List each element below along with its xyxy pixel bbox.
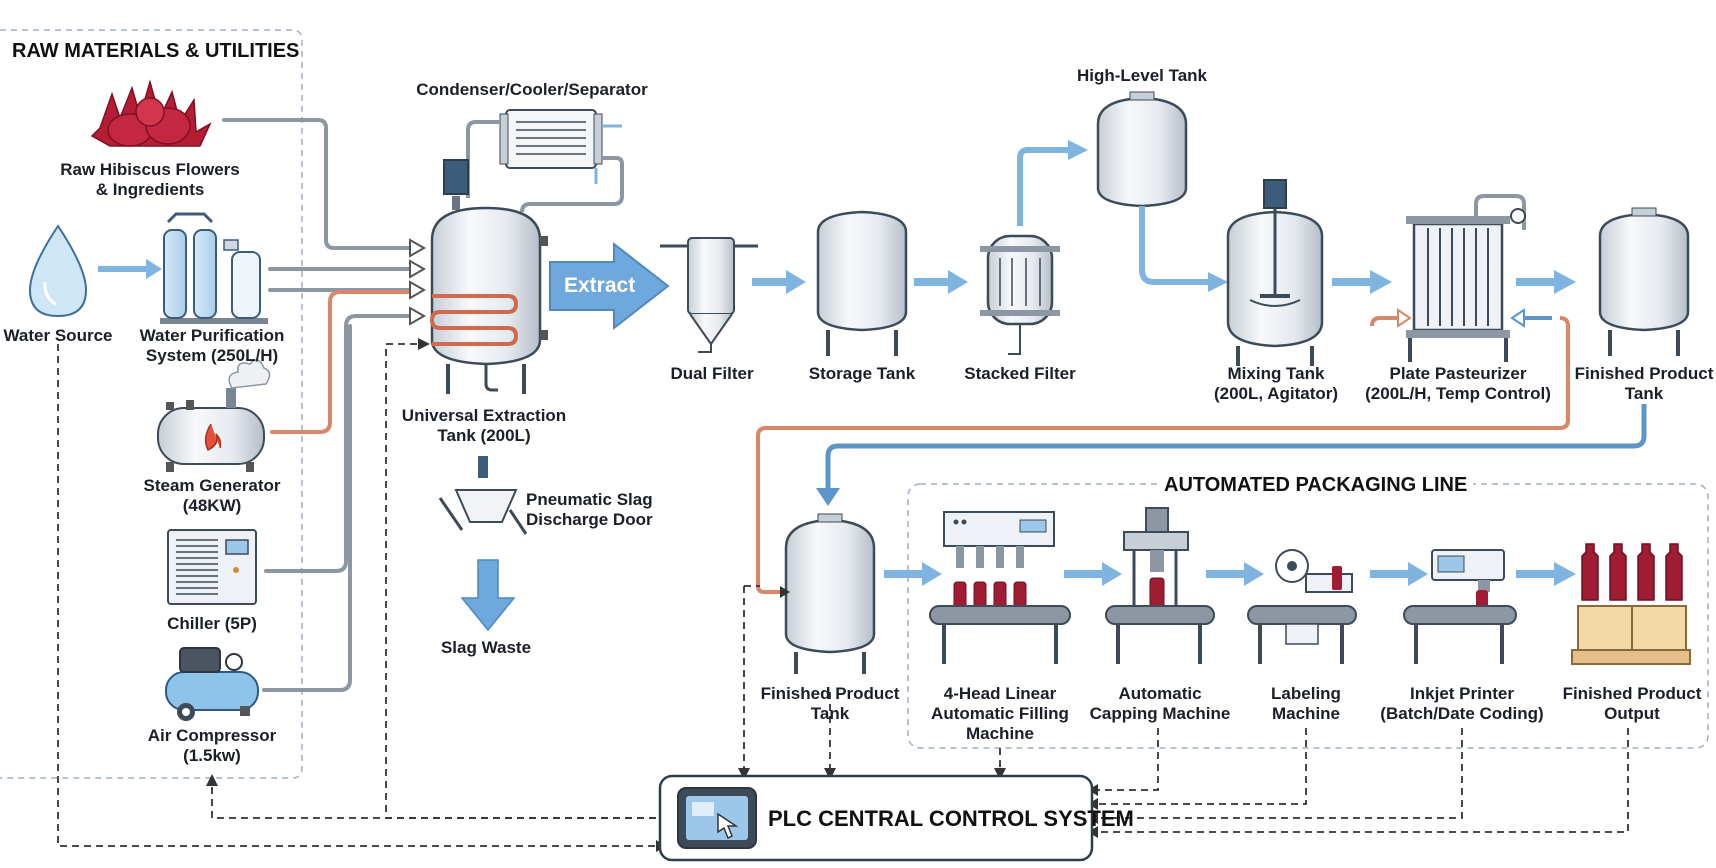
supply-arrowheads <box>409 238 427 326</box>
high-level-tank-label: High-Level Tank <box>1076 66 1208 85</box>
finished-tank-top-label-line1: Finished Product <box>1574 364 1714 383</box>
water-to-purifier-arrowhead <box>146 259 162 279</box>
plate-pasteurizer <box>1406 194 1526 362</box>
output-label-line2: Output <box>1604 704 1660 723</box>
labeling-machine-label-line1: Labeling <box>1271 684 1341 703</box>
universal-extraction-tank <box>429 159 548 394</box>
capping-machine-label-line1: Automatic <box>1118 684 1202 703</box>
hibiscus-flowers-icon <box>90 79 212 147</box>
capping-machine-label-line2: Capping Machine <box>1089 704 1231 723</box>
finished-product-tank-top <box>1598 207 1690 356</box>
vapor-pipe <box>466 120 500 198</box>
raw-materials-boundary <box>0 29 303 779</box>
finished-tank-label-line2: Tank <box>810 704 850 723</box>
extract-arrow <box>549 241 670 331</box>
output-label-line1: Finished Product <box>1562 684 1702 703</box>
finished-product-output <box>1571 543 1691 665</box>
storage-tank <box>816 210 908 356</box>
dual-filter-label: Dual Filter <box>670 364 754 383</box>
slag-waste-arrow <box>460 559 516 632</box>
finished-tank-top-label-line2: Tank <box>1624 384 1664 403</box>
high-level-tank <box>1096 91 1188 208</box>
slag-connector <box>478 456 488 478</box>
water-drop-icon <box>28 224 88 318</box>
water-purification-system <box>160 212 268 324</box>
steam-generator-label-line1: Steam Generator <box>143 476 281 495</box>
air-compressor <box>165 647 259 721</box>
slag-door-label-line2: Discharge Door <box>526 510 653 529</box>
condenser-label: Condenser/Cooler/Separator <box>416 80 648 99</box>
inkjet-printer <box>1403 549 1517 664</box>
labeling-machine-label-line2: Machine <box>1271 704 1341 723</box>
storage-tank-label: Storage Tank <box>808 364 916 383</box>
chiller-label: Chiller (5P) <box>167 614 257 633</box>
dual-filter <box>660 237 758 353</box>
filling-machine <box>929 511 1071 664</box>
hot-return-pipe <box>756 316 1570 594</box>
labeling-machine <box>1247 549 1357 664</box>
hibiscus-label-line2: & Ingredients <box>95 180 205 199</box>
mixing-tank <box>1226 179 1324 366</box>
filling-machine-label-line2: Automatic Filling <box>931 704 1069 723</box>
slag-waste-label: Slag Waste <box>440 638 532 657</box>
water-purification-label-line2: System (250L/H) <box>145 346 279 365</box>
finished-to-filling-pipe <box>825 404 1647 490</box>
control-lines <box>57 343 1629 847</box>
to-mixing-pipe <box>1139 206 1210 285</box>
plc-control-box <box>658 774 1094 862</box>
steam-generator-label-line2: (48KW) <box>182 496 242 515</box>
chiller <box>167 529 257 605</box>
extract-arrow-label: Extract <box>564 274 636 297</box>
extraction-tank-label-line2: Tank (200L) <box>437 426 531 445</box>
capping-machine <box>1105 507 1215 664</box>
air-compressor-label-line1: Air Compressor <box>147 726 277 745</box>
water-source-label: Water Source <box>3 326 113 345</box>
condensate-return-pipe <box>520 156 624 213</box>
packaging-line-heading: AUTOMATED PACKAGING LINE <box>1158 474 1474 497</box>
touch-panel-icon <box>677 787 757 849</box>
mixing-tank-label-line1: Mixing Tank <box>1227 364 1325 383</box>
stacked-filter <box>980 234 1060 355</box>
raw-materials-heading: RAW MATERIALS & UTILITIES <box>12 40 300 62</box>
slag-door-label-line1: Pneumatic Slag <box>526 490 653 509</box>
hibiscus-label-line1: Raw Hibiscus Flowers <box>60 160 240 179</box>
inkjet-printer-label-line2: (Batch/Date Coding) <box>1380 704 1544 723</box>
plate-pasteurizer-label-line2: (200L/H, Temp Control) <box>1365 384 1551 403</box>
finished-product-tank-bottom <box>784 513 876 674</box>
inkjet-printer-label-line1: Inkjet Printer <box>1410 684 1514 703</box>
process-arrows <box>752 270 1576 586</box>
filling-machine-label-line3: Machine <box>965 724 1035 743</box>
supply-pipes <box>222 118 412 692</box>
water-purification-label-line1: Water Purification <box>139 326 285 345</box>
air-compressor-label-line2: (1.5kw) <box>183 746 241 765</box>
extraction-tank-label-line1: Universal Extraction <box>401 406 567 425</box>
to-high-level-pipe <box>1017 147 1070 226</box>
mixing-tank-label-line2: (200L, Agitator) <box>1213 384 1339 403</box>
steam-generator <box>157 359 271 472</box>
filling-machine-label-line1: 4-Head Linear <box>943 684 1057 703</box>
plate-pasteurizer-label-line1: Plate Pasteurizer <box>1389 364 1527 383</box>
finished-tank-label-line1: Finished Product <box>760 684 900 703</box>
plc-title: PLC CENTRAL CONTROL SYSTEM <box>768 806 1134 831</box>
stacked-filter-label: Stacked Filter <box>964 364 1076 383</box>
condenser <box>499 109 622 184</box>
pneumatic-slag-discharge-door <box>438 489 528 535</box>
